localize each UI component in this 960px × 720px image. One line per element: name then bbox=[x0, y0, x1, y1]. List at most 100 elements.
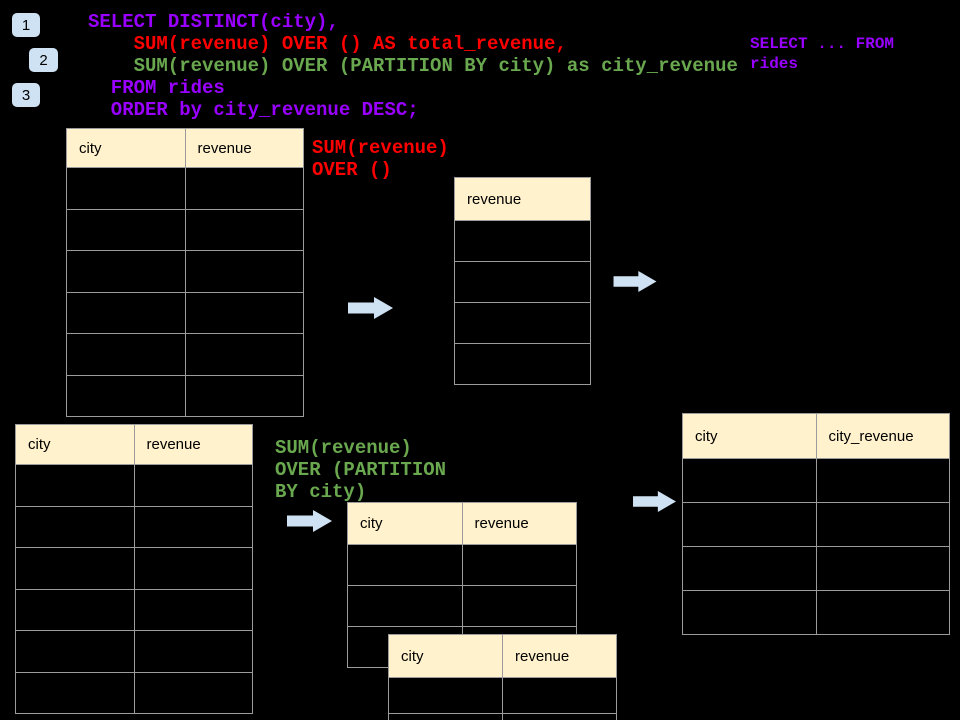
table-cell bbox=[815, 503, 950, 546]
table-cell bbox=[67, 293, 185, 334]
column-header: revenue bbox=[502, 635, 616, 677]
table-cell bbox=[133, 465, 253, 506]
table-row bbox=[455, 261, 590, 302]
column-header: revenue bbox=[461, 503, 576, 544]
table-cell bbox=[683, 547, 816, 590]
step-badge-1: 1 bbox=[12, 13, 40, 37]
table-row bbox=[67, 208, 304, 251]
table-row bbox=[683, 458, 949, 502]
column-header: revenue bbox=[455, 178, 590, 220]
table-cell bbox=[16, 507, 134, 548]
table-row bbox=[16, 505, 253, 548]
flow-arrow-right-icon bbox=[287, 510, 332, 532]
table-row bbox=[389, 677, 616, 713]
table-row bbox=[16, 630, 252, 672]
table-cell bbox=[502, 678, 616, 713]
table-cell bbox=[455, 221, 590, 261]
sql-query-code: SELECT DISTINCT(city),SUM(revenue) OVER … bbox=[88, 11, 738, 121]
table-cell bbox=[16, 465, 134, 506]
table-row bbox=[16, 588, 253, 631]
table-cell bbox=[455, 344, 590, 384]
annotation-total-revenue: SUM(revenue)OVER () bbox=[312, 137, 449, 181]
table-row bbox=[67, 250, 303, 292]
table-row bbox=[683, 590, 949, 634]
table-cell bbox=[133, 506, 253, 547]
column-header: city bbox=[16, 425, 134, 464]
table-cell bbox=[348, 545, 462, 585]
table-cell bbox=[16, 673, 134, 714]
code-line: FROM rides bbox=[110, 77, 225, 99]
step-badge-2: 2 bbox=[29, 48, 58, 72]
sql-from-rides-code: SELECT ... FROM rides bbox=[750, 34, 894, 74]
table-cell bbox=[455, 303, 590, 343]
table-cell bbox=[461, 586, 577, 626]
table-total-revenue-result: revenue bbox=[454, 177, 591, 385]
table-cell bbox=[16, 548, 134, 589]
table-row bbox=[389, 713, 616, 720]
table-cell bbox=[133, 548, 253, 589]
code-line: ORDER by city_revenue DESC; bbox=[110, 99, 419, 121]
table-row bbox=[16, 671, 253, 714]
column-header: revenue bbox=[133, 425, 252, 464]
code-line: SUM(revenue) OVER () AS total_revenue, bbox=[133, 33, 567, 55]
table-cell bbox=[389, 714, 502, 720]
table-cell bbox=[133, 631, 253, 672]
table-row bbox=[348, 585, 576, 626]
table-cell bbox=[67, 376, 185, 417]
table-cell bbox=[67, 210, 185, 251]
table-row bbox=[67, 333, 303, 375]
table-cell bbox=[815, 459, 950, 502]
table-cell bbox=[16, 631, 134, 672]
table-cell bbox=[184, 209, 304, 250]
table-cell bbox=[133, 672, 253, 713]
table-cell bbox=[184, 334, 304, 375]
annotation-line: BY city) bbox=[275, 481, 367, 503]
table-cell bbox=[184, 375, 304, 416]
table-cell bbox=[133, 589, 253, 630]
table-cell bbox=[683, 591, 816, 634]
table-header-row: revenue bbox=[455, 178, 590, 220]
table-row bbox=[67, 167, 303, 209]
table-row bbox=[16, 547, 252, 589]
table-cell bbox=[389, 678, 502, 713]
table-cell bbox=[184, 292, 304, 333]
table-cell bbox=[184, 168, 304, 209]
table-cell bbox=[16, 590, 134, 631]
column-header: city_revenue bbox=[815, 414, 949, 458]
table-cell bbox=[455, 262, 590, 302]
table-row bbox=[67, 374, 304, 417]
table-row bbox=[455, 220, 590, 261]
column-header: city bbox=[389, 635, 502, 677]
table-cell bbox=[683, 503, 816, 546]
table-row bbox=[455, 302, 590, 343]
annotation-line: OVER (PARTITION bbox=[275, 459, 447, 481]
flow-arrow-right-icon bbox=[348, 297, 393, 319]
table-cell bbox=[461, 545, 577, 585]
column-header: city bbox=[67, 129, 185, 167]
table-row bbox=[67, 291, 304, 334]
code-line: rides bbox=[750, 55, 799, 73]
flow-arrow-right-icon bbox=[633, 491, 676, 512]
annotation-line: SUM(revenue) bbox=[312, 137, 449, 159]
table-row bbox=[683, 502, 949, 546]
table-cell bbox=[815, 547, 950, 590]
table-row bbox=[455, 343, 590, 384]
table-cell bbox=[67, 168, 185, 209]
table-cell bbox=[502, 714, 616, 720]
code-line: SELECT ... FROM bbox=[750, 35, 895, 53]
code-line: SUM(revenue) OVER (PARTITION BY city) as… bbox=[133, 55, 738, 77]
column-header: city bbox=[683, 414, 816, 458]
flow-arrow-right-icon bbox=[613, 271, 657, 292]
table-cell bbox=[683, 459, 816, 502]
table-row bbox=[683, 546, 949, 590]
table-cell bbox=[67, 334, 185, 375]
